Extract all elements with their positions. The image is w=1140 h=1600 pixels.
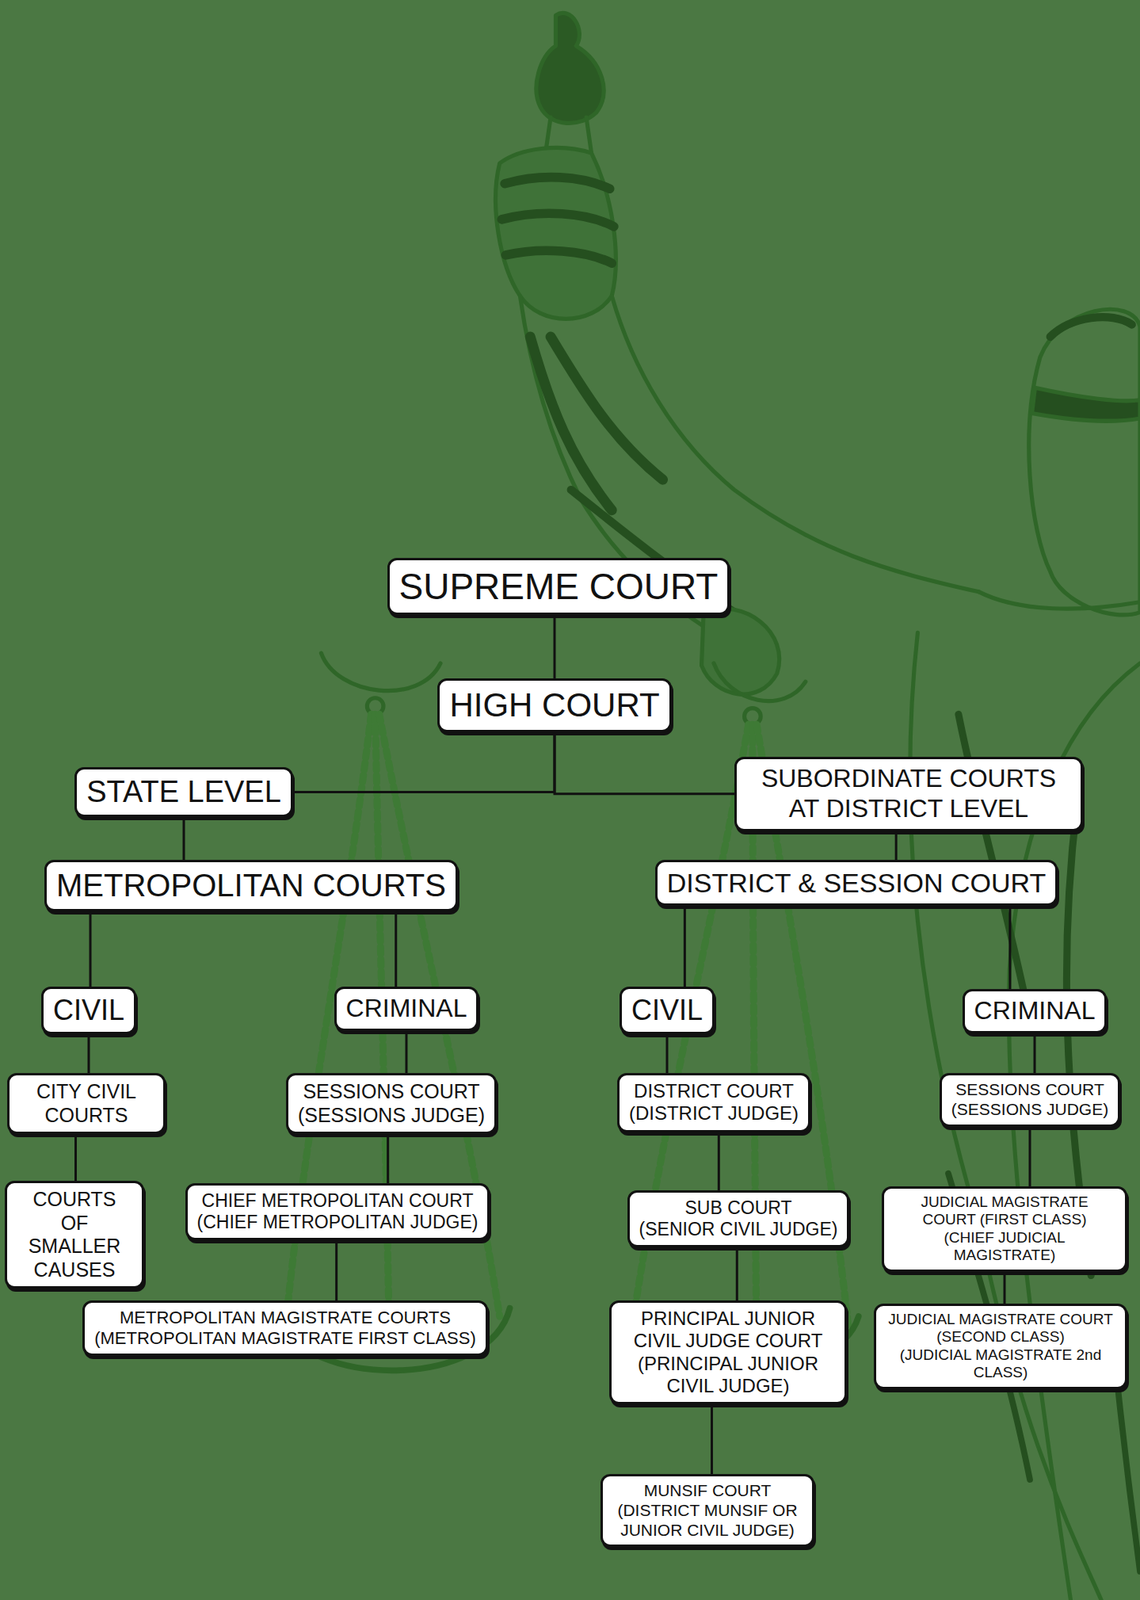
court-name: METROPOLITAN MAGISTRATE COURTS — [94, 1307, 477, 1328]
court-name: SUBORDINATE COURTS AT DISTRICT LEVEL — [746, 763, 1072, 824]
court-name: DISTRICT & SESSION COURT — [667, 866, 1047, 899]
court-name: CRIMINAL — [974, 995, 1096, 1026]
judge-title: (SENIOR CIVIL JUDGE) — [639, 1218, 839, 1240]
court-box: DISTRICT COURT(DISTRICT JUDGE) — [617, 1072, 811, 1133]
court-name: CIVIL — [631, 993, 703, 1027]
court-name: HIGH COURT — [449, 685, 660, 725]
judge-title: (METROPOLITAN MAGISTRATE FIRST CLASS) — [94, 1327, 477, 1349]
court-name: SUPREME COURT — [399, 564, 719, 608]
court-box: COURTS OF SMALLER CAUSES — [4, 1180, 145, 1289]
court-box: PRINCIPAL JUNIOR CIVIL JUDGE COURT(PRINC… — [609, 1300, 847, 1404]
court-name: JUDICIAL MAGISTRATE COURT (SECOND CLASS) — [885, 1310, 1116, 1346]
hierarchy-line — [1033, 1033, 1037, 1073]
hierarchy-line — [394, 911, 397, 987]
hierarchy-line — [386, 1133, 389, 1183]
court-name: JUDICIAL MAGISTRATE COURT (FIRST CLASS) — [893, 1193, 1116, 1229]
court-box: JUDICIAL MAGISTRATE COURT (FIRST CLASS)(… — [881, 1185, 1128, 1272]
judge-title: (DISTRICT MUNSIF OR JUNIOR CIVIL JUDGE) — [612, 1500, 803, 1541]
hierarchy-line — [405, 1030, 408, 1073]
court-box: SESSIONS COURT(SESSIONS JUDGE) — [939, 1072, 1121, 1127]
court-box: SUPREME COURT — [387, 557, 731, 615]
court-box: CRIMINAL — [962, 988, 1108, 1034]
court-name: CIVIL — [53, 993, 125, 1027]
court-box: SUB COURT(SENIOR CIVIL JUDGE) — [627, 1189, 851, 1247]
hierarchy-line — [683, 905, 687, 987]
hierarchy-line — [89, 911, 92, 987]
hierarchy-line — [1008, 905, 1011, 989]
court-name: COURTS OF SMALLER CAUSES — [16, 1187, 133, 1282]
judge-title: (CHIEF METROPOLITAN JUDGE) — [197, 1211, 479, 1233]
hierarchy-line — [293, 732, 555, 793]
hierarchy-line — [735, 1246, 739, 1301]
court-name: STATE LEVEL — [86, 773, 282, 810]
court-name: SESSIONS COURT — [297, 1079, 485, 1104]
court-name: CRIMINAL — [346, 993, 468, 1024]
hierarchy-line — [665, 1033, 668, 1073]
hierarchy-line — [335, 1239, 338, 1301]
court-box: METROPOLITAN COURTS — [44, 859, 458, 912]
court-box: STATE LEVEL — [74, 766, 294, 817]
court-box: JUDICIAL MAGISTRATE COURT (SECOND CLASS)… — [873, 1303, 1128, 1389]
court-box: CRIMINAL — [334, 986, 480, 1031]
court-name: CITY CIVIL COURTS — [19, 1079, 154, 1127]
court-box: CIVIL — [619, 986, 715, 1034]
court-name: PRINCIPAL JUNIOR CIVIL JUDGE COURT — [621, 1307, 835, 1353]
hierarchy-line — [87, 1033, 90, 1073]
court-name: SESSIONS COURT — [951, 1079, 1109, 1100]
judge-title: (JUDICIAL MAGISTRATE 2nd CLASS) — [885, 1345, 1116, 1382]
court-box: METROPOLITAN MAGISTRATE COURTS(METROPOLI… — [82, 1300, 489, 1356]
court-name: DISTRICT COURT — [629, 1079, 799, 1102]
judge-title: (SESSIONS JUDGE) — [297, 1103, 485, 1128]
judge-title: (SESSIONS JUDGE) — [951, 1099, 1109, 1120]
hierarchy-line — [1029, 1126, 1032, 1186]
hierarchy-line — [74, 1133, 77, 1181]
hierarchy-line — [717, 1132, 721, 1190]
court-box: CHIEF METROPOLITAN COURT(CHIEF METROPOLI… — [185, 1182, 491, 1240]
hierarchy-line — [1003, 1271, 1007, 1304]
judge-title: (CHIEF JUDICIAL MAGISTRATE) — [893, 1228, 1116, 1265]
judge-title: (DISTRICT JUDGE) — [629, 1101, 799, 1125]
court-box: CITY CIVIL COURTS — [7, 1072, 166, 1134]
court-box: DISTRICT & SESSION COURT — [655, 859, 1059, 906]
court-box: MUNSIF COURT(DISTRICT MUNSIF OR JUNIOR C… — [600, 1473, 815, 1547]
court-name: METROPOLITAN COURTS — [56, 866, 447, 904]
hierarchy-line — [552, 614, 556, 679]
court-name: SUB COURT — [639, 1197, 839, 1219]
court-name: MUNSIF COURT — [612, 1480, 803, 1501]
court-name: CHIEF METROPOLITAN COURT — [197, 1189, 479, 1212]
court-box: CIVIL — [41, 986, 137, 1034]
hierarchy-line — [895, 831, 898, 861]
hierarchy-line — [183, 816, 186, 860]
hierarchy-line — [710, 1403, 713, 1474]
hierarchy-line — [554, 732, 735, 794]
court-box: HIGH COURT — [437, 678, 672, 733]
court-box: SUBORDINATE COURTS AT DISTRICT LEVEL — [734, 756, 1083, 832]
court-box: SESSIONS COURT(SESSIONS JUDGE) — [285, 1072, 497, 1134]
judge-title: (PRINCIPAL JUNIOR CIVIL JUDGE) — [621, 1352, 835, 1398]
